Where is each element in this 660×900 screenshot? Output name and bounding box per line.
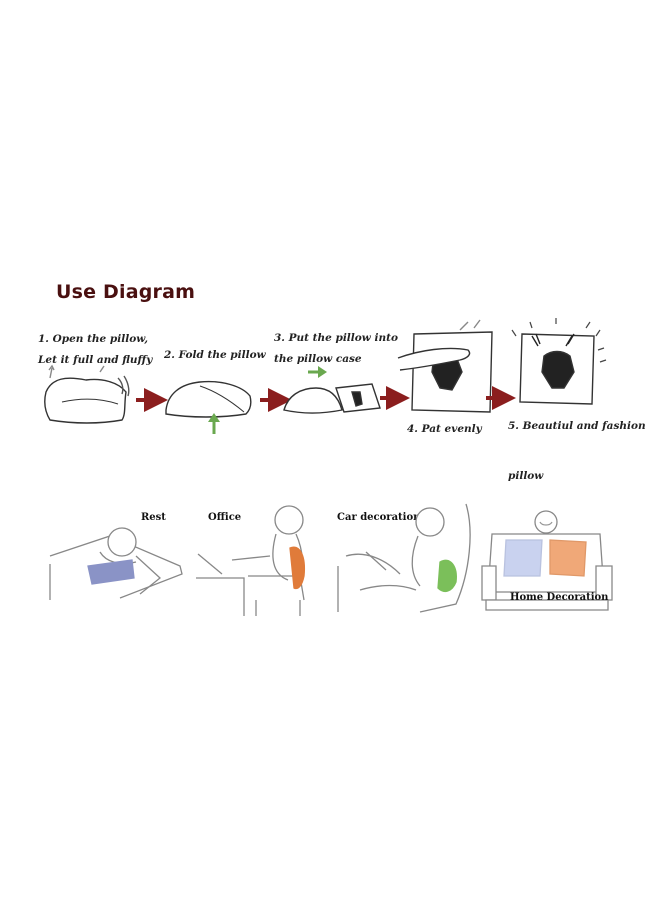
step-5-caption-line-1: 5. Beautiul and fashion: [508, 420, 646, 432]
step-1-caption: 1. Open the pillow, Let it full and fluf…: [38, 329, 152, 371]
step-1-line-1: 1. Open the pillow,: [38, 333, 149, 345]
home-scene: [481, 510, 613, 611]
rest-pillow: [87, 559, 135, 585]
use-label-home: Home Decoration: [510, 592, 609, 603]
use-label-office: Office: [208, 512, 242, 523]
step-1-line-2: Let it full and fluffy: [38, 354, 153, 366]
office-pillow: [289, 546, 306, 590]
step-3-caption: 3. Put the pillow into the pillow case: [274, 328, 398, 370]
step-1-pillow-illustration: [44, 364, 130, 424]
step-4-caption: 4. Pat evenly: [407, 419, 482, 440]
step-2-caption: 2. Fold the pillow: [164, 345, 266, 366]
step-4-pillow-illustration: [397, 319, 493, 413]
use-label-car: Car decoration: [337, 512, 421, 523]
insert-arrow: [308, 366, 327, 378]
fold-up-arrow: [208, 413, 220, 434]
step-3-line-1: 3. Put the pillow into: [274, 332, 398, 344]
home-pillow-orange: [549, 539, 587, 577]
step-2-pillow-illustration: [165, 380, 252, 418]
car-scene: [337, 503, 471, 613]
step-5-pillow-illustration: [511, 318, 607, 405]
home-pillow-blue: [503, 539, 543, 577]
diagram-title: Use Diagram: [56, 281, 196, 303]
step-4-line-1: 4. Pat evenly: [407, 423, 482, 435]
car-pillow: [437, 559, 457, 593]
office-scene: [196, 505, 306, 616]
rest-scene: [49, 527, 183, 600]
step-3-pillow-illustration: [283, 383, 381, 414]
step-3-line-2: the pillow case: [274, 353, 362, 365]
use-label-rest: Rest: [141, 512, 166, 523]
step-2-line-1: 2. Fold the pillow: [164, 349, 266, 361]
step-5-caption-line-2: pillow: [508, 470, 544, 482]
